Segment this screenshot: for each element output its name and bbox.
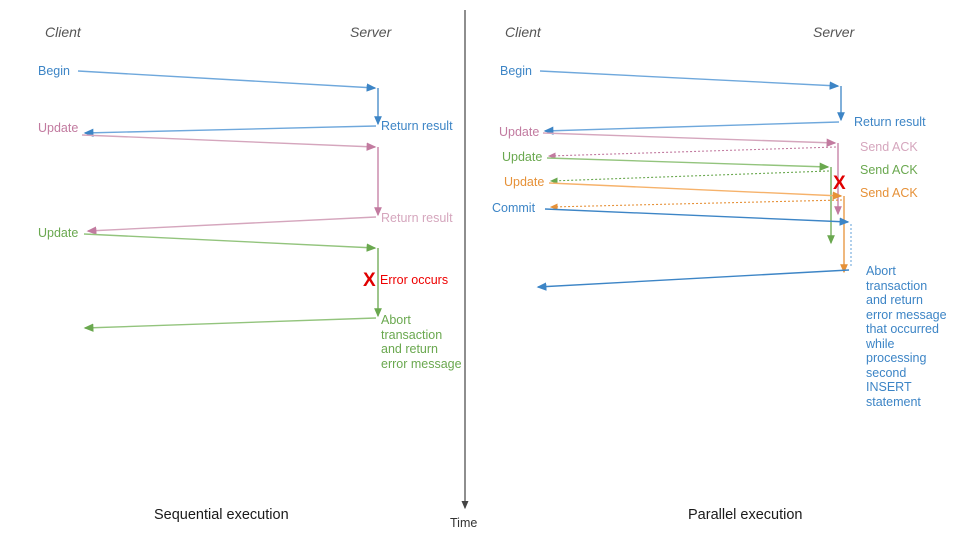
right-label-send-ack-2: Send ACK [860, 163, 918, 177]
right-msg-update-1 [542, 132, 842, 216]
left-msg-update-2 [83, 233, 382, 332]
left-panel-flows [77, 70, 382, 332]
right-msg-update-3 [548, 182, 848, 274]
right-label-return-result: Return result [854, 115, 926, 129]
right-msg-commit [536, 208, 852, 291]
right-actor-client: Client [505, 24, 541, 40]
left-panel-caption: Sequential execution [154, 507, 289, 523]
right-panel-flows [536, 70, 852, 291]
left-label-error-occurs: Error occurs [380, 273, 449, 287]
right-label-update-3: Update [504, 175, 545, 189]
right-label-abort-text: Abort transaction and return error messa… [866, 264, 947, 409]
left-label-begin: Begin [38, 64, 70, 78]
right-label-update-2: Update [502, 150, 543, 164]
left-error-x-icon: X [363, 270, 376, 291]
right-panel-caption: Parallel execution [688, 507, 803, 523]
left-label-return-result-1: Return result [381, 119, 453, 133]
right-label-begin: Begin [500, 64, 532, 78]
right-msg-update-2 [546, 157, 835, 245]
left-label-return-result-2: Return result [381, 211, 453, 225]
right-msg-begin [539, 70, 845, 135]
left-label-update-2: Update [38, 226, 79, 240]
right-label-commit: Commit [492, 201, 536, 215]
right-actor-server: Server [813, 24, 855, 40]
right-label-send-ack-3: Send ACK [860, 186, 918, 200]
right-label-send-ack-1: Send ACK [860, 140, 918, 154]
left-actor-client: Client [45, 24, 81, 40]
right-error-x-icon: X [833, 173, 846, 194]
left-label-update-1: Update [38, 121, 79, 135]
left-msg-begin [77, 70, 382, 137]
left-actor-server: Server [350, 24, 392, 40]
time-axis-label: Time [450, 516, 478, 530]
left-msg-update-1 [81, 134, 382, 235]
left-label-abort-text: Abort transaction and return error messa… [381, 313, 462, 371]
right-label-update-1: Update [499, 125, 540, 139]
